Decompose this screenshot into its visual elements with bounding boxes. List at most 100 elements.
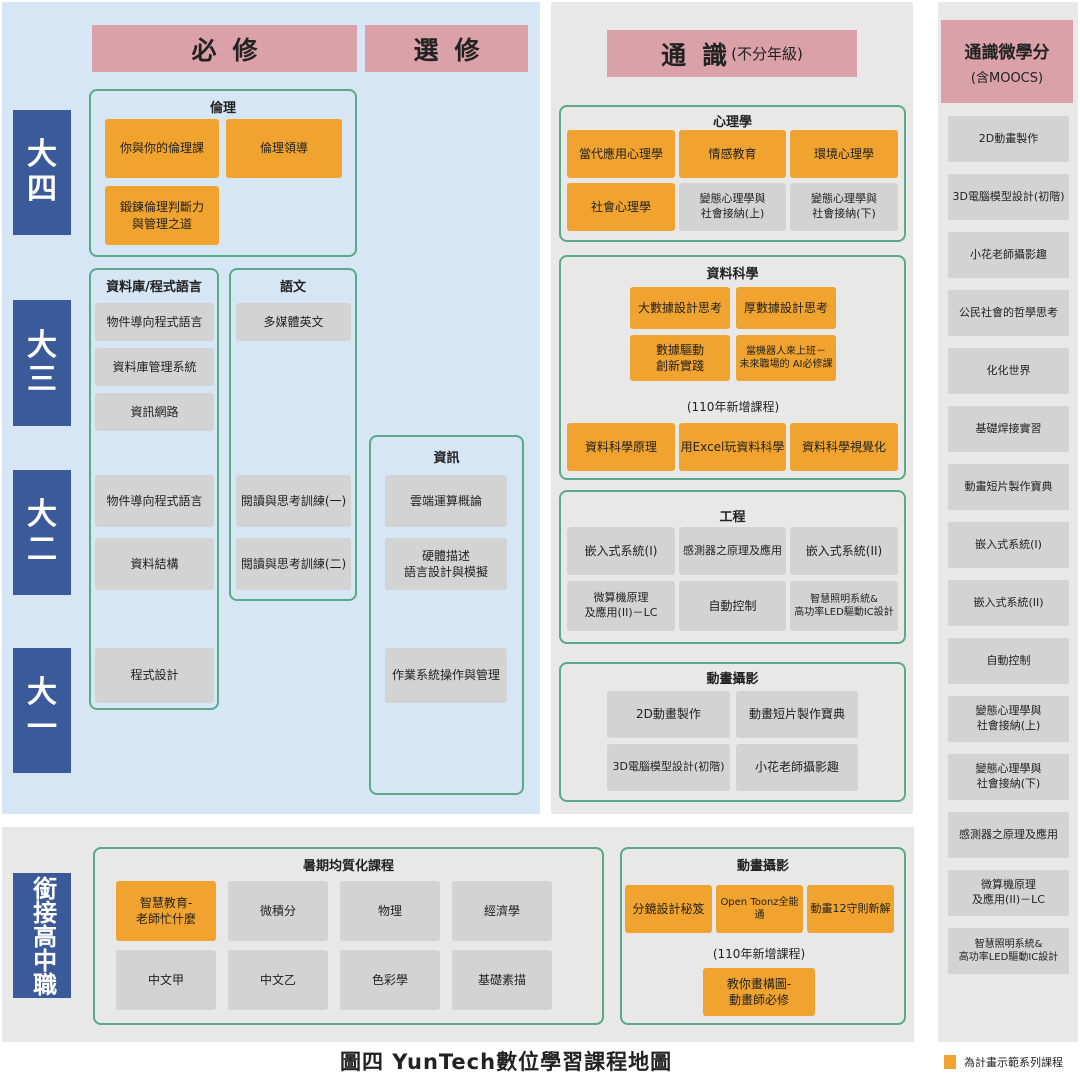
course-datascience-new-1[interactable]: 資料科學原理 [567,423,675,471]
course-summer-5[interactable]: 中文甲 [116,950,216,1010]
group-title: 資料庫/程式語言 [106,280,202,295]
course-psychology-4[interactable]: 社會心理學 [567,183,675,231]
course-animation-3[interactable]: 3D電腦模型設計(初階) [607,744,730,791]
group-title: 心理學 [712,115,752,130]
required-header: 必修 [92,25,357,72]
micro-course-6[interactable]: 基礎焊接實習 [948,406,1069,452]
course-database-5[interactable]: 資料結構 [95,538,214,590]
course-engineering-5[interactable]: 自動控制 [679,581,786,631]
micro-header-sub: (含MOOCS) [970,70,1044,86]
course-info-1[interactable]: 雲端運算概論 [385,475,507,527]
micro-course-13[interactable]: 感測器之原理及應用 [948,812,1069,858]
group-database: 資料庫/程式語言 [89,268,219,710]
course-info-3[interactable]: 作業系統操作與管理 [385,648,507,703]
course-psychology-5[interactable]: 變態心理學與 社會接納(上) [679,183,786,231]
year-badge-char: 一 [27,709,57,745]
year-badge-char: 四 [27,171,57,207]
micro-course-15[interactable]: 智慧照明系統& 高功率LED驅動IC設計 [948,928,1069,974]
course-psychology-6[interactable]: 變態心理學與 社會接納(下) [790,183,898,231]
year-badge-bridge: 銜接高中職 [13,873,71,998]
micro-course-11[interactable]: 變態心理學與 社會接納(上) [948,696,1069,742]
course-info-2[interactable]: 硬體描述 語言設計與模擬 [385,538,507,590]
year-badge-text: 銜接高中職 [28,875,57,996]
year-badge-junior: 大 三 [13,300,71,426]
course-engineering-2[interactable]: 感測器之原理及應用 [679,527,786,575]
course-datascience-3[interactable]: 數據驅動 創新實踐 [630,335,730,381]
micro-course-9[interactable]: 嵌入式系統(II) [948,580,1069,626]
course-animation-2[interactable]: 動畫短片製作寶典 [736,691,858,738]
course-ethics-1[interactable]: 你與你的倫理課 [105,119,219,178]
course-database-3[interactable]: 資訊網路 [95,393,214,431]
micro-header-title: 通識微學分 [964,42,1050,63]
new-course-note: (110年新增課程) [712,947,806,961]
legend-swatch [944,1055,956,1069]
course-language-3[interactable]: 閱讀與思考訓練(二) [236,538,351,590]
course-summer-6[interactable]: 中文乙 [228,950,328,1010]
course-datascience-4[interactable]: 當機器人來上班－ 未來職場的 AI必修課 [736,335,836,381]
group-ethics: 倫理 [89,89,357,257]
course-engineering-6[interactable]: 智慧照明系統& 高功率LED驅動IC設計 [790,581,898,631]
group-psychology: 心理學 [559,105,906,242]
year-badge-char: 大 [27,327,57,363]
required-header-text: 必修 [191,35,274,65]
micro-course-8[interactable]: 嵌入式系統(I) [948,522,1069,568]
group-title: 語文 [279,280,306,295]
micro-course-4[interactable]: 公民社會的哲學思考 [948,290,1069,336]
course-summer-7[interactable]: 色彩學 [340,950,440,1010]
group-summer: 暑期均質化課程 [93,847,604,1025]
micro-course-1[interactable]: 2D動畫製作 [948,116,1069,162]
year-badge-char: 大 [27,675,57,710]
course-bridge-animation-3[interactable]: 動畫12守則新解 [807,885,894,933]
general-header-sub: (不分年級) [731,45,803,63]
micro-course-5[interactable]: 化化世界 [948,348,1069,394]
group-datascience: 資料科學 [559,255,906,480]
course-datascience-new-2[interactable]: 用Excel玩資料科學 [679,423,786,471]
group-animation: 動畫攝影 [559,662,906,802]
course-datascience-new-3[interactable]: 資料科學視覺化 [790,423,898,471]
course-animation-4[interactable]: 小花老師攝影趣 [736,744,858,791]
year-badge-senior: 大 四 [13,110,71,235]
course-database-4[interactable]: 物件導向程式語言 [95,475,214,527]
course-psychology-2[interactable]: 情感教育 [679,130,786,178]
micro-course-10[interactable]: 自動控制 [948,638,1069,684]
course-engineering-3[interactable]: 嵌入式系統(II) [790,527,898,575]
course-bridge-animation-new[interactable]: 教你畫構圖- 動畫師必修 [703,968,815,1016]
course-summer-1[interactable]: 智慧教育- 老師忙什麼 [116,881,216,941]
course-animation-1[interactable]: 2D動畫製作 [607,691,730,738]
micro-course-3[interactable]: 小花老師攝影趣 [948,232,1069,278]
course-psychology-1[interactable]: 當代應用心理學 [567,130,675,178]
group-language: 語文 [229,268,357,601]
course-psychology-3[interactable]: 環境心理學 [790,130,898,178]
elective-header: 選修 [365,25,528,72]
course-summer-2[interactable]: 微積分 [228,881,328,941]
course-engineering-4[interactable]: 微算機原理 及應用(II)－LC [567,581,675,631]
course-bridge-animation-1[interactable]: 分鏡設計秘笈 [625,885,712,933]
course-bridge-animation-2[interactable]: Open Toonz全能通 [716,885,803,933]
year-badge-freshman: 大 一 [13,648,71,773]
course-database-1[interactable]: 物件導向程式語言 [95,303,214,341]
micro-header: 通識微學分 (含MOOCS) [941,20,1073,103]
group-title: 資料科學 [706,267,759,282]
course-summer-4[interactable]: 經濟學 [452,881,552,941]
course-ethics-3[interactable]: 鍛鍊倫理判斷力 與管理之道 [105,186,219,245]
course-database-6[interactable]: 程式設計 [95,648,214,703]
general-header-text: 通識 [661,40,744,70]
micro-course-2[interactable]: 3D電腦模型設計(初階) [948,174,1069,220]
course-summer-3[interactable]: 物理 [340,881,440,941]
course-engineering-1[interactable]: 嵌入式系統(I) [567,527,675,575]
course-language-2[interactable]: 閱讀與思考訓練(一) [236,475,351,527]
micro-course-7[interactable]: 動畫短片製作寶典 [948,464,1069,510]
year-badge-sophomore: 大 二 [13,470,71,595]
course-summer-8[interactable]: 基礎素描 [452,950,552,1010]
year-badge-char: 三 [27,362,57,397]
year-badge-char: 大 [27,497,57,532]
group-title: 倫理 [209,101,236,116]
course-ethics-2[interactable]: 倫理領導 [226,119,342,178]
micro-course-12[interactable]: 變態心理學與 社會接納(下) [948,754,1069,800]
course-database-2[interactable]: 資料庫管理系統 [95,348,214,386]
course-datascience-1[interactable]: 大數據設計思考 [630,287,730,329]
course-language-1[interactable]: 多媒體英文 [236,303,351,341]
general-header: 通識 (不分年級) [607,30,857,77]
course-datascience-2[interactable]: 厚數據設計思考 [736,287,836,329]
micro-course-14[interactable]: 微算機原理 及應用(II)－LC [948,870,1069,916]
